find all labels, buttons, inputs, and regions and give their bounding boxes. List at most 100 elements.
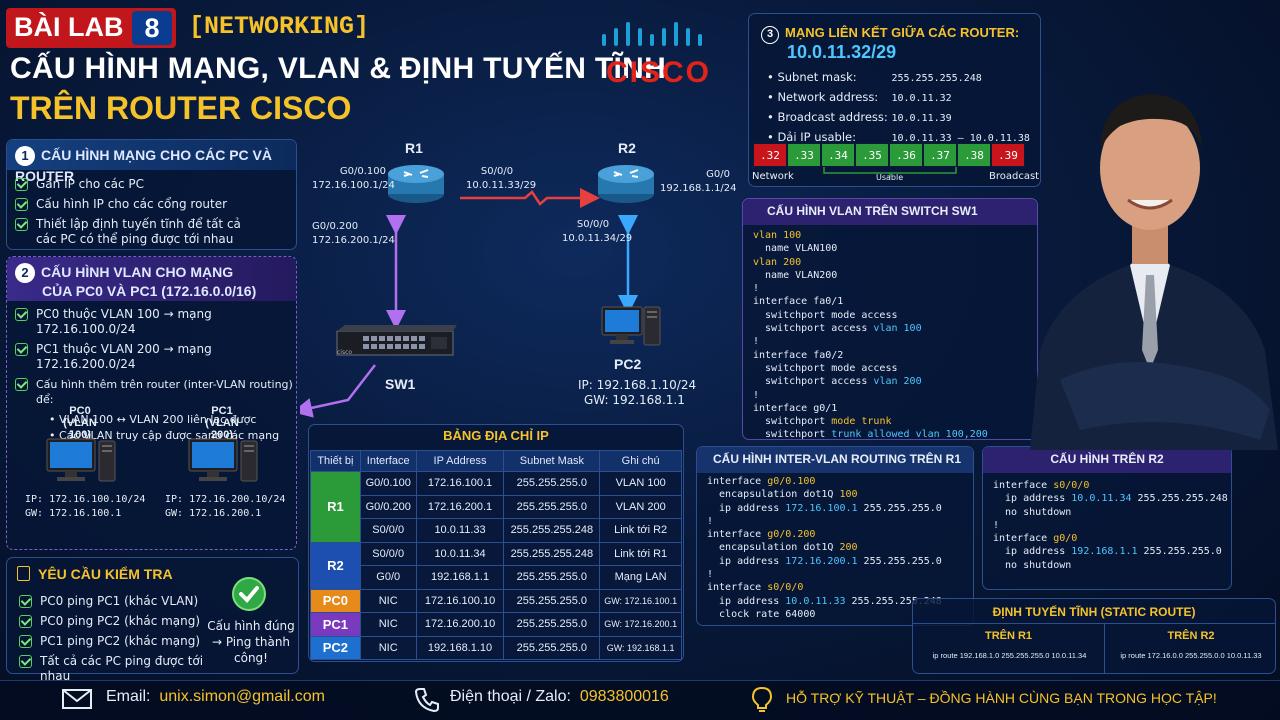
cisco-logo-text: CISCO [606, 56, 712, 89]
r2-router-icon[interactable] [596, 160, 656, 204]
label-network: Network [752, 171, 794, 182]
lab-badge: BÀI LAB 8 [6, 8, 176, 48]
check-item: PC0 ping PC1 (khác VLAN) [19, 594, 219, 609]
check-item: Tất cả các PC ping được tới nhau [19, 654, 219, 684]
r1-config-title: CẤU HÌNH INTER-VLAN ROUTING TRÊN R1 [697, 447, 973, 473]
success-check-icon [232, 577, 266, 611]
r1-router-icon[interactable] [386, 160, 446, 204]
section1-title: CẤU HÌNH MẠNG CHO CÁC PC VÀ ROUTER [15, 147, 272, 184]
sw1-switch-icon[interactable] [333, 323, 457, 363]
presenter-photo [1030, 94, 1278, 450]
phone-icon [414, 688, 439, 712]
switch-brand: cisco [337, 349, 353, 356]
section1-item: Thiết lập định tuyến tĩnh để tất cả các … [15, 217, 285, 247]
static-route-r2-label: TRÊN R2 [1167, 630, 1215, 642]
lab-label: BÀI LAB [14, 12, 124, 42]
static-route-title: ĐỊNH TUYẾN TĨNH (STATIC ROUTE) [992, 605, 1196, 619]
checkbox-icon [15, 218, 28, 231]
section2-header: 2 CẤU HÌNH VLAN CHO MẠNG CỦA PC0 VÀ PC1 (… [7, 257, 296, 301]
section2-item: PC0 thuộc VLAN 100 → mạng 172.16.100.0/2… [15, 307, 293, 337]
ip-cell-usable: .36 [889, 143, 923, 167]
ip-cell-usable: .34 [821, 143, 855, 167]
check-item: PC0 ping PC2 (khác mạng) [19, 614, 219, 629]
topology-links [300, 188, 638, 418]
section2-item: Cấu hình thêm trên router (inter-VLAN ro… [15, 377, 293, 407]
section-test-requirements: YÊU CẦU KIỂM TRA PC0 ping PC1 (khác VLAN… [6, 557, 299, 683]
checkbox-icon [19, 595, 32, 608]
serial-link [460, 188, 600, 208]
lightbulb-icon [751, 686, 773, 712]
static-route-r1-cmd: ip route 192.168.1.0 255.255.255.0 10.0.… [932, 651, 1087, 660]
section1-item: Cấu hình IP cho các cổng router [15, 197, 285, 212]
r2-config-title: CẤU HÌNH TRÊN R2 [983, 447, 1231, 473]
checkbox-icon [15, 308, 28, 321]
sw1-label: SW1 [385, 376, 416, 392]
ip-address-table: Thiết bị Interface IP Address Subnet Mas… [310, 450, 682, 660]
section2-number: 2 [15, 263, 35, 283]
r1-config-code: interface g0/0.100 encapsulation dot1Q 1… [707, 476, 942, 620]
pc2-label: PC2 [614, 356, 642, 372]
sw1-config-code: vlan 100 name VLAN100 vlan 200 name VLAN… [753, 230, 988, 441]
lab-tag: [NETWORKING] [189, 12, 370, 41]
section2-title-line2: CỦA PC0 VÀ PC1 (172.16.0.0/16) [42, 283, 257, 299]
r2-config-code: interface s0/0/0 ip address 10.0.11.34 2… [993, 480, 1228, 571]
cisco-logo-icon [602, 22, 702, 46]
footer-email[interactable]: Email: unix.simon@gmail.com [106, 688, 325, 705]
ip-cell-network: .32 [753, 143, 787, 167]
section2-bullet: • VLAN 100 ↔ VLAN 200 liên lạc được [49, 413, 257, 426]
sw1-pc-link [300, 364, 376, 418]
table-header-row: Thiết bị Interface IP Address Subnet Mas… [310, 450, 682, 472]
checkbox-icon [19, 655, 32, 668]
section3-details: • Subnet mask:255.255.255.248 • Network … [767, 70, 1030, 144]
footer-slogan: HỖ TRỢ KỸ THUẬT – ĐỒNG HÀNH CÙNG BẠN TRO… [786, 690, 1217, 706]
ip-cell-usable: .33 [787, 143, 821, 167]
section-vlan-config: 2 CẤU HÌNH VLAN CHO MẠNG CỦA PC0 VÀ PC1 (… [6, 256, 297, 550]
pc1-label: PC1(VLAN 200) [205, 405, 239, 441]
ip-table-title: BẢNG ĐỊA CHỈ IP [443, 428, 549, 443]
clipboard-icon [17, 566, 30, 581]
checkbox-icon [15, 343, 28, 356]
section2-title: CẤU HÌNH VLAN CHO MẠNG [41, 264, 234, 280]
page-subtitle: TRÊN ROUTER CISCO [10, 90, 352, 126]
r2-label: R2 [618, 140, 636, 156]
check-item: PC1 ping PC2 (khác mạng) [19, 634, 219, 649]
label-broadcast: Broadcast [989, 171, 1040, 182]
checkbox-icon [15, 198, 28, 211]
checks-title: YÊU CẦU KIỂM TRA [17, 566, 173, 582]
email-icon [62, 689, 92, 709]
r1-label: R1 [405, 140, 423, 156]
lab-number: 8 [132, 11, 172, 45]
r1-config-panel: CẤU HÌNH INTER-VLAN ROUTING TRÊN R1 inte… [696, 446, 974, 626]
ip-cell-usable: .38 [957, 143, 991, 167]
pc0-computer-icon[interactable] [45, 437, 117, 487]
static-route-r1-label: TRÊN R1 [984, 630, 1033, 642]
ip-cell-usable: .35 [855, 143, 889, 167]
section1-item: Gán IP cho các PC [15, 177, 285, 192]
section3-network: 10.0.11.32/29 [787, 42, 897, 62]
checkbox-icon [19, 615, 32, 628]
footer [0, 680, 1280, 720]
usable-bracket [823, 167, 957, 177]
pc1-computer-icon[interactable] [187, 437, 259, 487]
pc2-computer-icon[interactable] [600, 305, 662, 351]
static-route-panel: ĐỊNH TUYẾN TĨNH (STATIC ROUTE) TRÊN R1 T… [912, 598, 1276, 674]
label-usable: Usable [876, 173, 904, 182]
footer-phone[interactable]: Điện thoại / Zalo: 0983800016 [450, 688, 669, 705]
